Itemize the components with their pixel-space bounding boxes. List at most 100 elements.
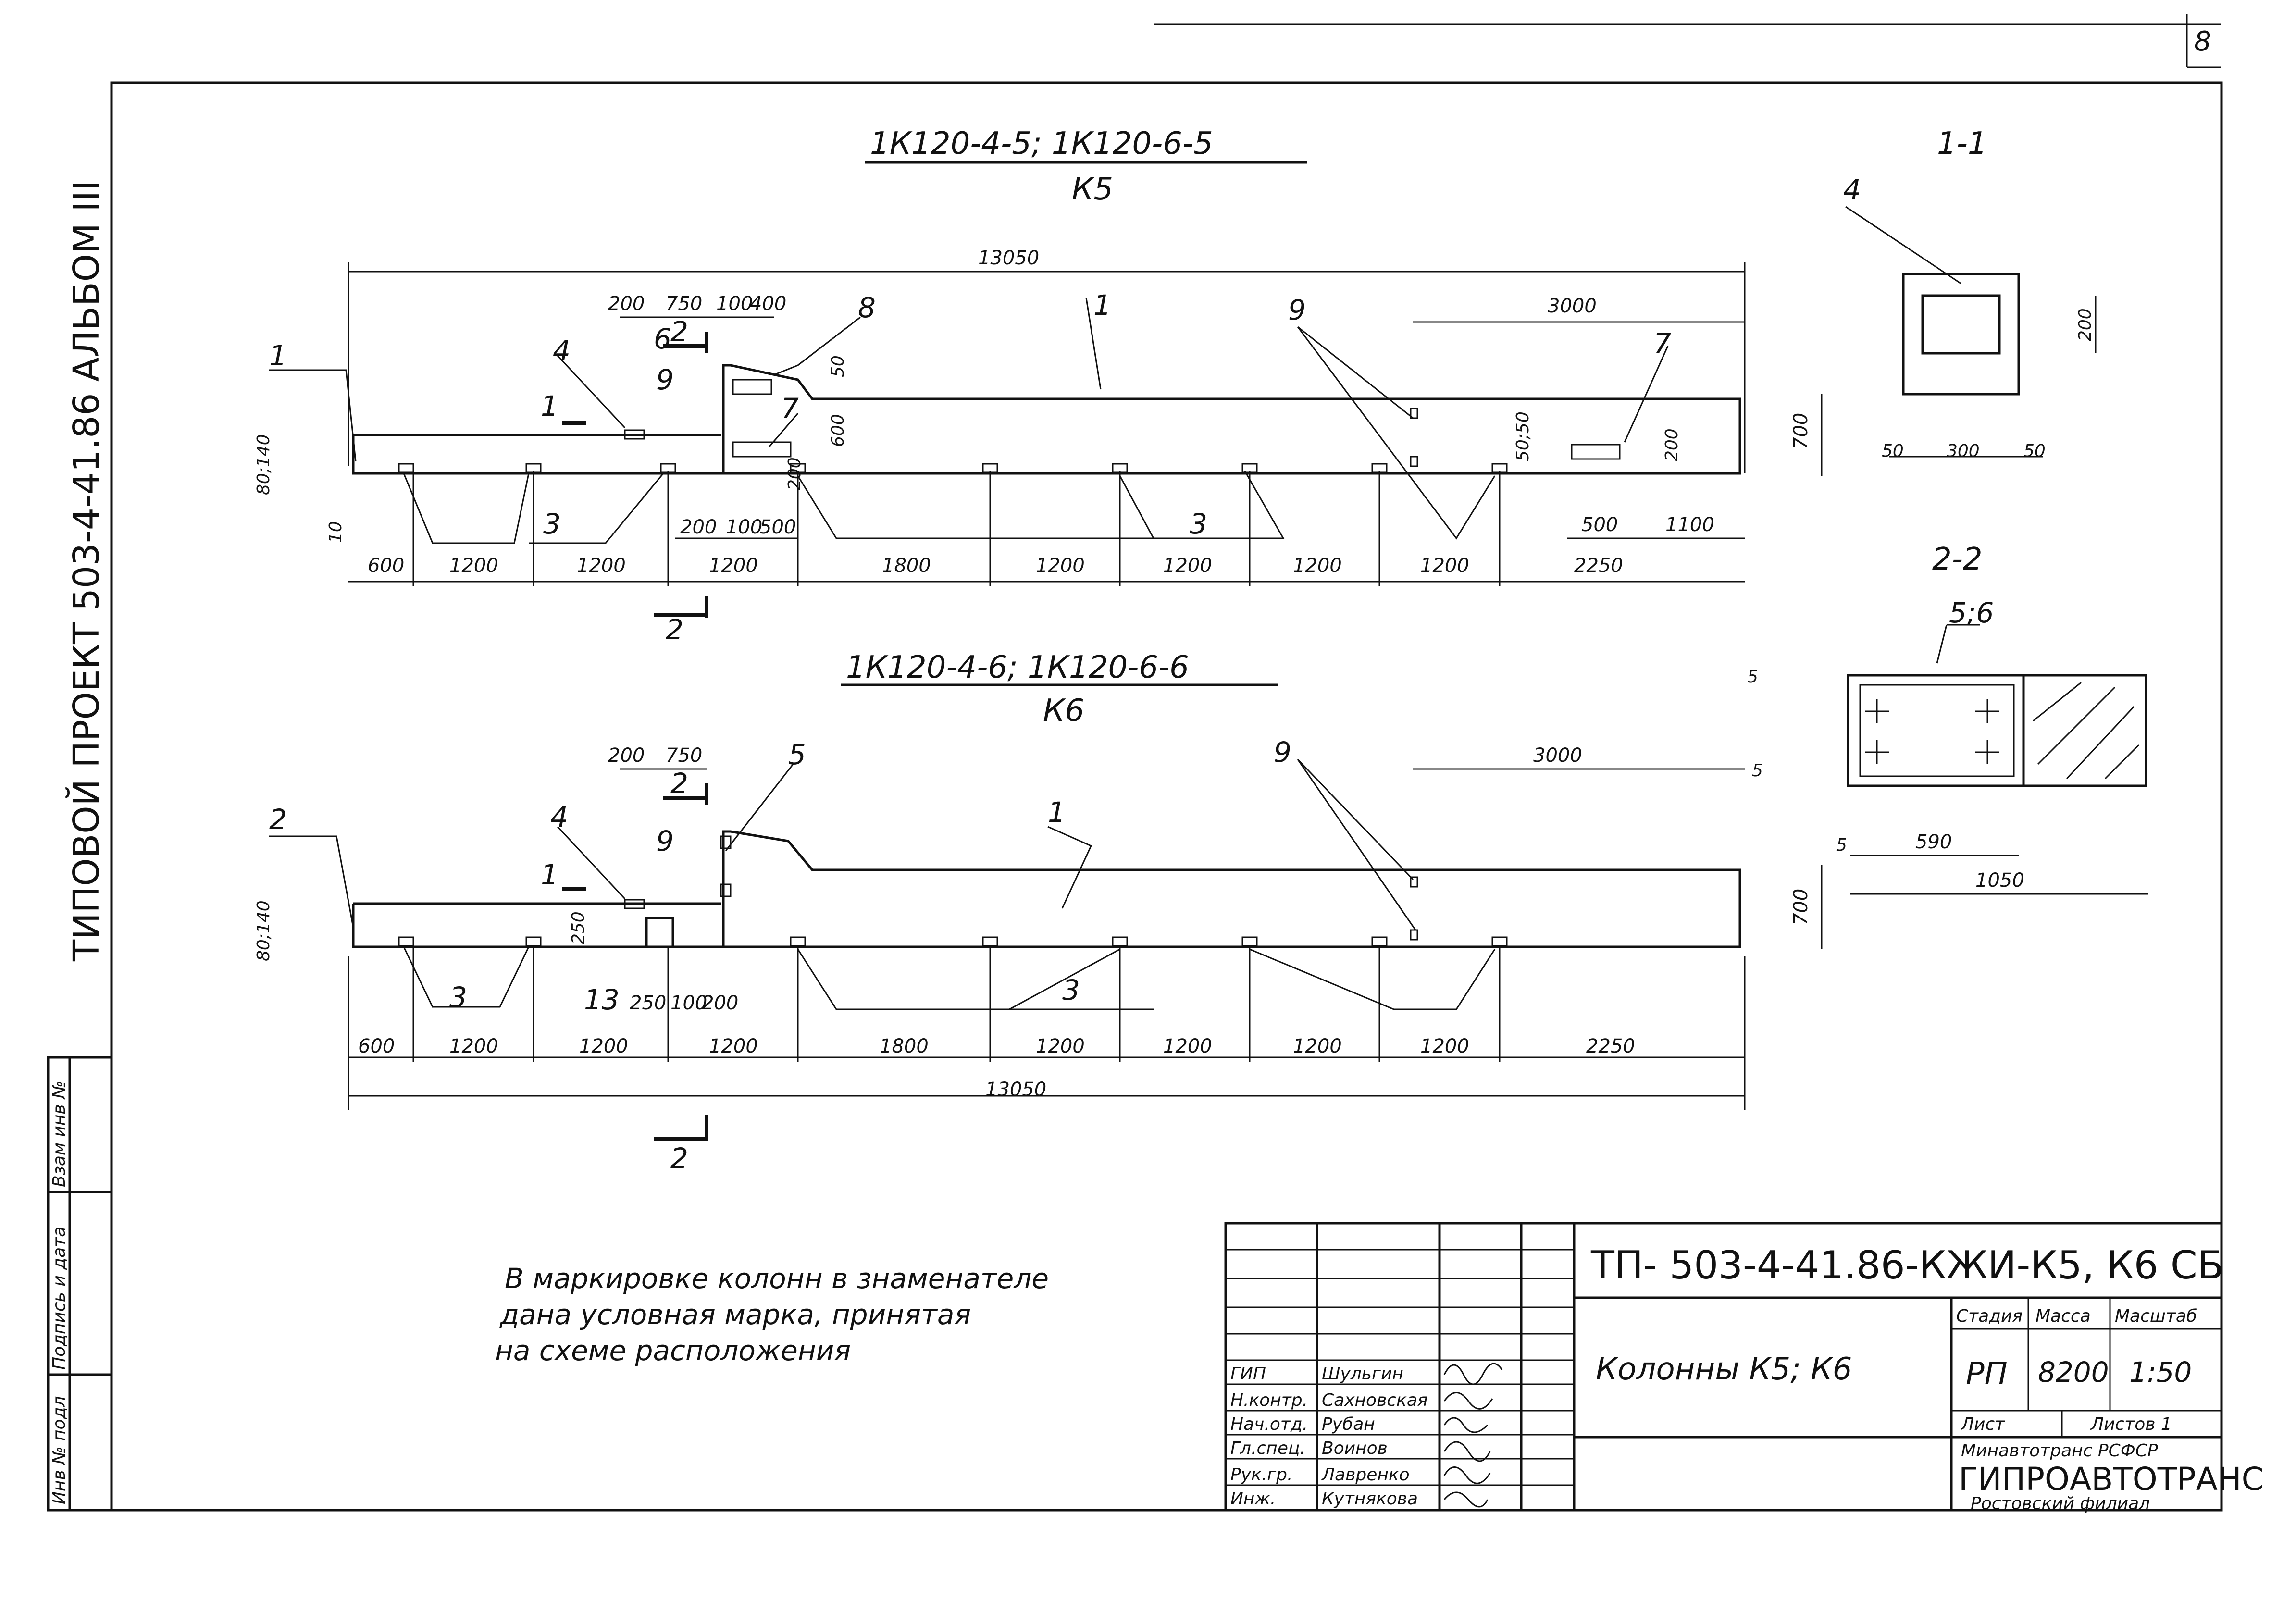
k5-section-2-top: 2 [670,315,688,348]
sheet-frame [110,81,2223,1512]
stamp-inv: Инв № подл [50,1396,69,1504]
k6-inserts [398,876,1508,947]
k5-header: 1К120-4-5; 1К120-6-5 [870,126,1213,161]
signer-name-5: Кутнякова [1322,1489,1418,1509]
view-k6: 1К120-4-6; 1К120-6-6 К6 200 750 3000 700 [254,650,1823,1175]
k6-callout-5: 5 [788,738,806,771]
k6-callout-3b: 3 [1062,974,1080,1006]
section-2-2: 2-2 5;6 590 1050 5 5 5 [1747,542,2148,895]
s1-callout: 4 [1843,174,1861,206]
k5-callout-2: 1 [269,339,287,372]
k5-callout-7b: 7 [1653,327,1671,360]
tb-name: Колонны К5; К6 [1596,1352,1852,1387]
signer-name-1: Сахновская [1322,1390,1428,1410]
k6-callout-1: 1 [541,858,558,891]
view-k5: 1К120-4-5; 1К120-6-5 К5 13050 [254,126,1823,646]
k6-mark: К6 [1043,693,1084,729]
s2-anchors [1865,699,1999,764]
signer-role-5: Инж. [1230,1489,1276,1509]
k6-top-dim-2: 750 [666,744,702,767]
s2-offset-3: 5 [1836,835,1847,855]
note-line-3: на схеме расположения [495,1334,851,1367]
tb-org: ГИПРОАВТОТРАНС [1959,1461,2264,1498]
s2-outer-width: 1050 [1975,869,2024,892]
s2-inner-width: 590 [1915,831,1952,853]
k6-overall: 13050 [985,1079,1046,1101]
tb-h-scale: Масштаб [2115,1306,2197,1326]
k5-bd-6: 1200 [1163,555,1212,577]
tb-sheet: Лист [1960,1414,2005,1434]
k5-left-small: 80;140 [254,434,273,495]
k6-bd-4: 1800 [880,1035,929,1057]
tb-h-stage: Стадия [1956,1306,2023,1326]
k5-bd-8: 1200 [1420,555,1469,577]
k6-bd-6: 1200 [1163,1035,1212,1057]
s1-dim-right: 50 [2023,441,2046,461]
k5-overall: 13050 [978,247,1039,269]
k6-callout-2: 2 [269,803,287,836]
signer-name-0: Шульгин [1322,1364,1403,1384]
k5-left-ten: 10 [326,521,346,543]
k5-right-mid-2: 1100 [1665,514,1714,536]
k6-bd-1: 1200 [449,1035,498,1057]
k5-sv-1: 50 [828,355,848,377]
k6-callout-1b: 1 [1048,796,1066,829]
k5-callout-3a: 3 [543,508,561,540]
tb-signers: ГИП Шульгин Н.контр. Сахновская Нач.отд.… [1230,1364,1428,1509]
k6-notch: 250 [569,911,588,944]
k6-mid-250: 250 [630,992,666,1014]
k5-callout-4: 4 [553,335,571,367]
k6-section-2-top: 2 [670,767,688,800]
s2-offset-2: 5 [1752,761,1763,781]
k5-bd-7: 1200 [1293,555,1342,577]
k6-callout-3a: 3 [449,981,467,1014]
signer-name-2: Рубан [1322,1414,1375,1434]
side-stamp: Инв № подл Подпись и дата Взам инв № [47,1056,113,1512]
k6-bd-2: 1200 [579,1035,628,1057]
section-1-1: 1-1 4 50 300 50 200 [1843,126,2097,461]
note-line-2: дана условная марка, принятая [499,1298,971,1331]
tb-v-scale: 1:50 [2129,1356,2192,1389]
k5-right-mid-1: 500 [1581,514,1618,536]
s2-title: 2-2 [1932,542,1983,577]
side-title-group: ТИПОВОЙ ПРОЕКТ 503-4-41.86 АЛЬБОМ III [65,180,107,962]
k6-right-top: 3000 [1533,744,1582,767]
k5-callout-6: 6 [654,322,671,355]
k6-bd-7: 1200 [1293,1035,1342,1057]
s1-title: 1-1 [1937,126,1987,161]
k5-sv-4: 200 [1662,428,1682,461]
note-line-1: В маркировке колонн в знаменателе [505,1262,1049,1295]
k5-callout-1: 1 [541,390,558,422]
k5-right-top: 3000 [1548,295,1597,317]
sheet-number-box: 8 [1154,14,2221,68]
title-block: ТП- 503-4-41.86-КЖИ-К5, К6 СБ Колонны К5… [1224,1222,2264,1513]
k5-bd-2: 1200 [577,555,626,577]
k6-bd-8: 1200 [1420,1035,1469,1057]
k5-bd-9: 2250 [1574,555,1623,577]
k6-bd-5: 1200 [1036,1035,1085,1057]
k5-section-2-bottom: 2 [666,613,683,646]
side-title: ТИПОВОЙ ПРОЕКТ 503-4-41.86 АЛЬБОМ III [65,180,107,962]
k6-section-2-bottom: 2 [670,1142,688,1175]
stamp-replace: Взам инв № [50,1080,69,1187]
k5-mid-3: 500 [759,516,796,538]
k5-bd-3: 1200 [709,555,758,577]
k6-height: 700 [1790,889,1812,925]
tb-code: ТП- 503-4-41.86-КЖИ-К5, К6 СБ [1590,1243,2224,1288]
s1-height: 200 [2075,308,2095,341]
k5-mid-1: 200 [680,516,717,538]
signer-name-4: Лавренко [1321,1465,1410,1485]
tb-branch: Ростовский филиал [1971,1494,2150,1513]
k5-callout-9a: 9 [656,363,674,396]
signer-role-4: Рук.гр. [1230,1465,1292,1485]
tb-h-mass: Масса [2035,1306,2091,1326]
k6-mid-13: 13 [584,983,620,1016]
k5-callout-8: 8 [858,291,876,324]
k5-top-dim-2: 750 [666,293,702,315]
k5-sv-5: 50;50 [1513,411,1533,461]
k6-callout-9b: 9 [656,825,674,857]
k5-mark: К5 [1072,172,1113,207]
k5-sv-2: 600 [828,414,848,447]
tb-ministry: Минавтотранс РСФСР [1961,1441,2158,1461]
